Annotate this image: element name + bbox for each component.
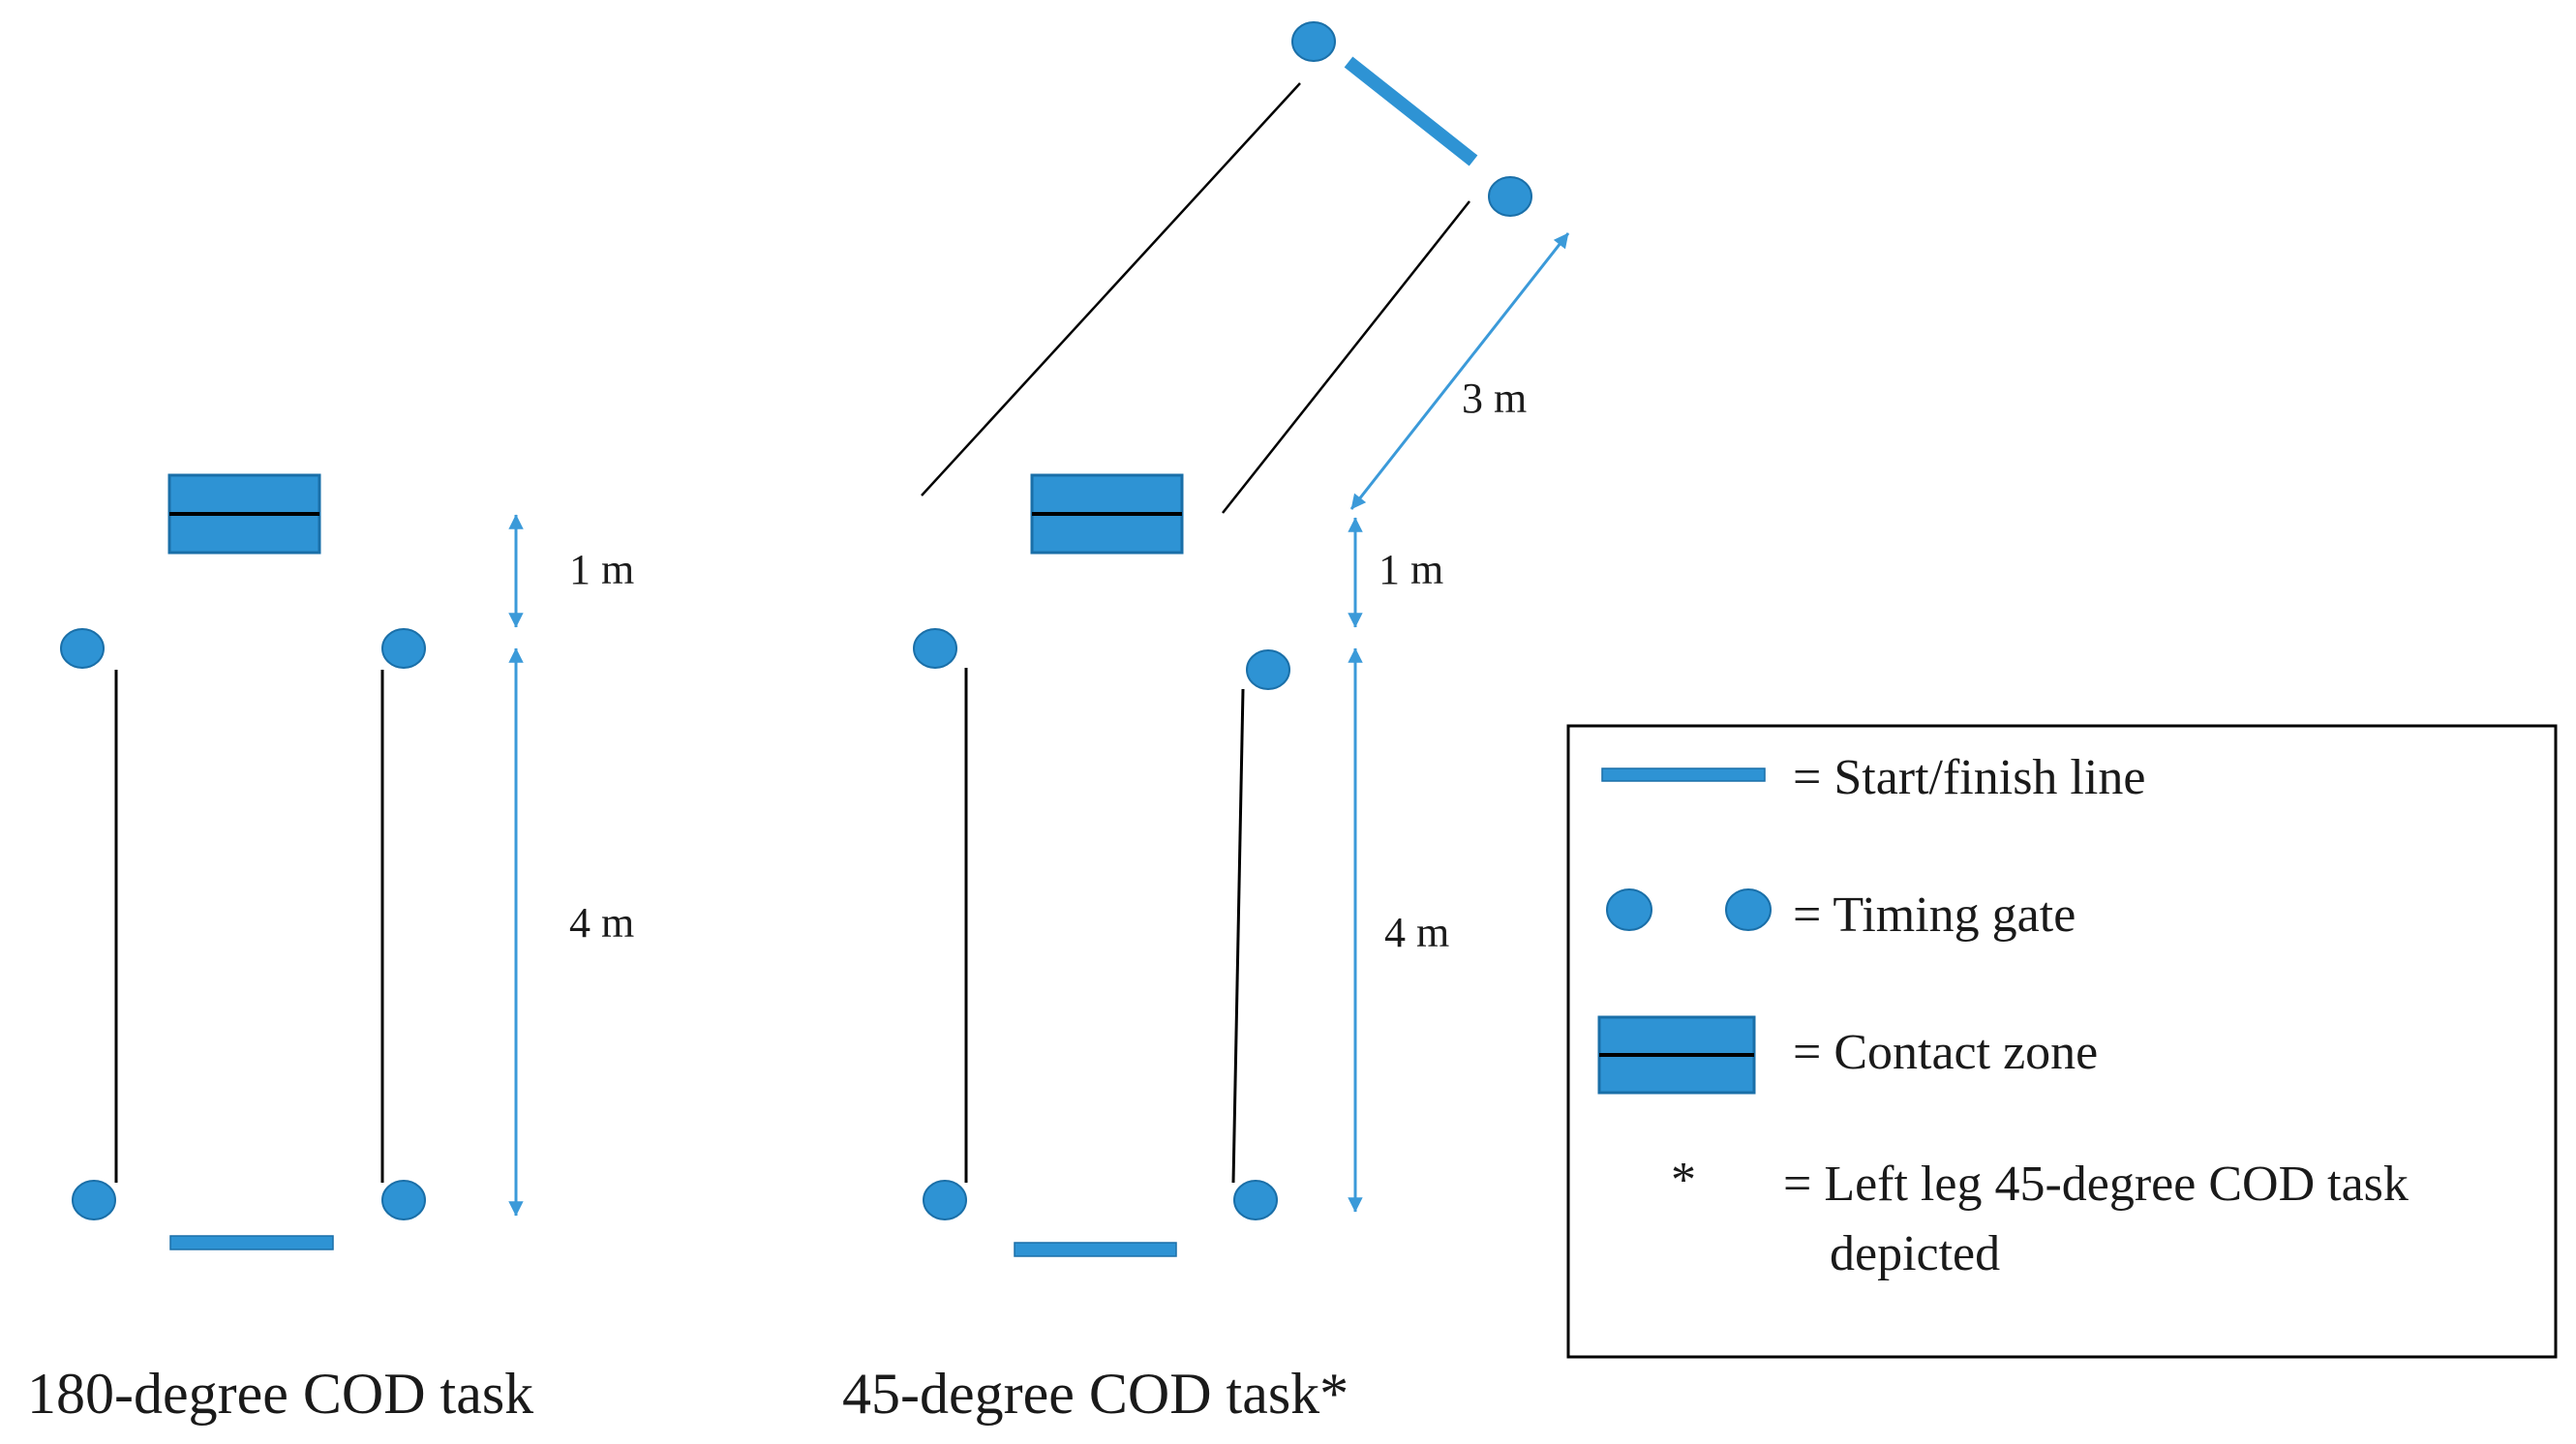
legend-timing-gate-swatch-left [1606, 888, 1652, 931]
dim-label-180-4m: 4 m [569, 899, 634, 947]
caption-45: 45-degree COD task* [842, 1362, 1349, 1426]
legend-timing-gate-label: = Timing gate [1793, 887, 2076, 943]
start-finish-line-45-diagonal [1344, 56, 1478, 166]
start-finish-line-180 [169, 1235, 334, 1250]
dim-label-45-4m: 4 m [1384, 909, 1449, 956]
start-finish-line-45 [1014, 1242, 1177, 1257]
timing-gate-45-far-right [1488, 176, 1532, 217]
legend-start-finish-label: = Start/finish line [1793, 750, 2145, 805]
timing-gate-45-bottom-left [923, 1180, 967, 1220]
task-180-group: 1 m 4 m 180-degree COD task [27, 473, 634, 1426]
dim-label-45-3m: 3 m [1462, 375, 1527, 422]
caption-180: 180-degree COD task [27, 1362, 533, 1426]
dim-label-45-1m: 1 m [1379, 546, 1443, 593]
legend: = Start/finish line = Timing gate = Cont… [1566, 724, 2558, 1359]
legend-note-line1: = Left leg 45-degree COD task [1783, 1157, 2409, 1212]
legend-timing-gate-swatch-right [1725, 888, 1772, 931]
lane-line-45-right [1231, 688, 1245, 1184]
timing-gate-180-bottom-right [381, 1180, 426, 1220]
diagonal-lane-line-45-left [921, 82, 1301, 496]
legend-note-line2: depicted [1830, 1226, 2000, 1281]
dim-label-180-1m: 1 m [569, 546, 634, 593]
timing-gate-45-top-right [1246, 649, 1290, 690]
arrow-45-3m [1349, 232, 1570, 510]
timing-gate-45-top-left [913, 628, 957, 669]
diagonal-lane-line-45-right [1222, 200, 1470, 514]
timing-gate-180-top-left [60, 628, 105, 669]
legend-start-finish-swatch [1601, 767, 1766, 782]
task-45-group: 3 m 1 m 4 m 45-degree COD task* [842, 21, 1570, 1426]
timing-gate-180-top-right [381, 628, 426, 669]
timing-gate-45-bottom-right [1233, 1180, 1278, 1220]
timing-gate-45-far-top [1291, 21, 1336, 62]
legend-asterisk: * [1671, 1153, 1696, 1208]
timing-gate-180-bottom-left [72, 1180, 116, 1220]
legend-contact-zone-label: = Contact zone [1793, 1025, 2098, 1080]
